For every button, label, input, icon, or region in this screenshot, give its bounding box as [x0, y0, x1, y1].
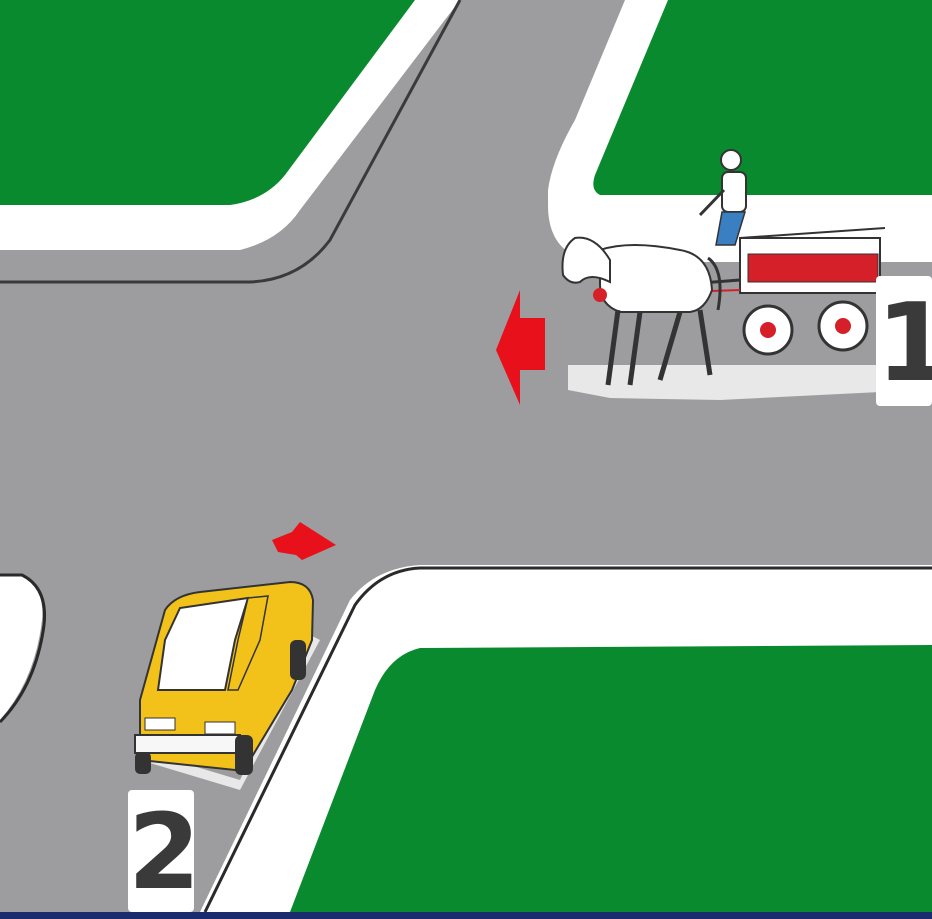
grass-bottom-right — [290, 645, 932, 912]
vehicle-label-1: 1 — [876, 276, 932, 406]
vehicle-label-2: 2 — [128, 790, 194, 912]
bottom-border — [0, 912, 932, 919]
